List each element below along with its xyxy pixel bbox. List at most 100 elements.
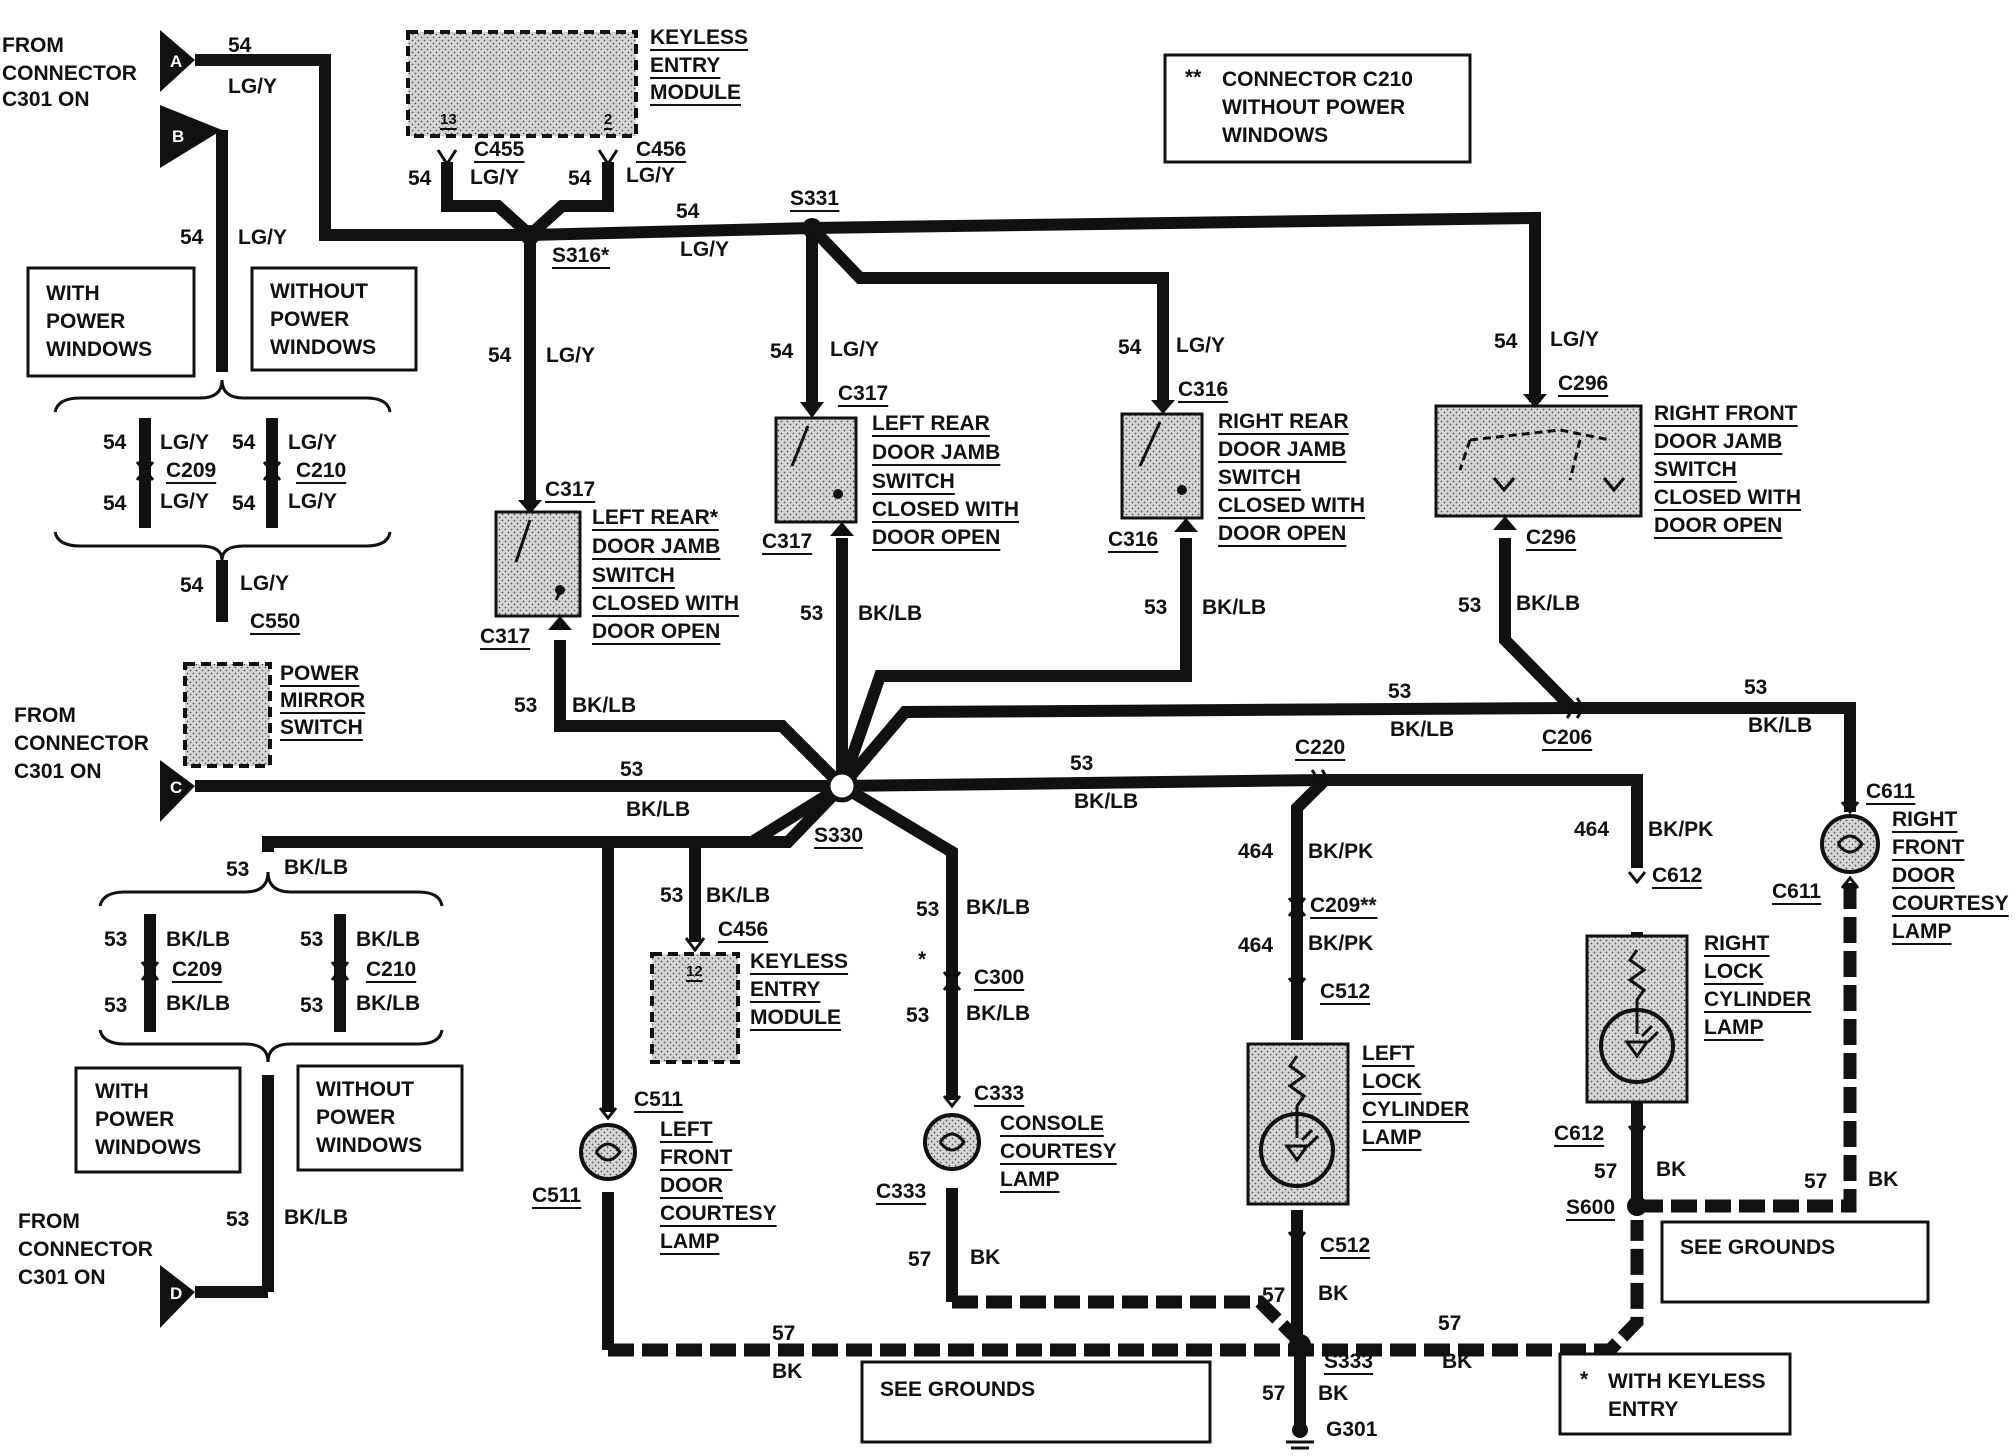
left-lock-cylinder-lamp: C209** 464 BK/PK 464 BK/PK C512 LEFT LOC… [1238,840,1470,1307]
svg-text:CLOSED WITH: CLOSED WITH [1218,494,1365,517]
svg-text:*: * [918,948,927,971]
from-connector-c: C [160,760,195,822]
svg-text:BK/LB: BK/LB [572,694,636,717]
svg-text:WITH KEYLESS: WITH KEYLESS [1608,1370,1766,1393]
svg-text:LG/Y: LG/Y [240,572,289,595]
right-rear-wire-labels: 54 LG/Y 53 BK/LB [1118,334,1266,619]
svg-text:DOOR: DOOR [660,1174,723,1197]
svg-text:DOOR JAMB: DOOR JAMB [1218,438,1346,461]
svg-text:BK/LB: BK/LB [1390,718,1454,741]
svg-text:C316: C316 [1108,528,1158,551]
wires-57-bk [602,880,1857,1430]
svg-text:COURTESY: COURTESY [1892,892,2009,915]
svg-text:LAMP: LAMP [660,1230,720,1253]
svg-text:13: 13 [440,111,457,128]
svg-text:53: 53 [1144,596,1167,619]
svg-text:53: 53 [226,1208,249,1231]
svg-text:LOCK: LOCK [1704,960,1764,983]
from-connector-a-label: FROM CONNECTOR C301 ON [2,34,137,111]
svg-text:C296: C296 [1526,526,1576,549]
wires-53-bklb [195,538,1856,1298]
svg-text:**: ** [1185,66,1202,89]
c209-c210-bottom-block: 53 BK/LB C209 53 BK/LB 53 BK/LB C210 53 … [104,914,420,1032]
svg-text:C611: C611 [1866,780,1915,803]
svg-text:WINDOWS: WINDOWS [95,1136,201,1159]
svg-text:53: 53 [1070,752,1093,775]
svg-text:SWITCH: SWITCH [1654,458,1737,481]
svg-text:CLOSED WITH: CLOSED WITH [872,498,1019,521]
right-front-door-courtesy-lamp: C611 C611 RIGHT FRONT DOOR COURTESY LAMP… [1772,780,2009,1193]
console-courtesy-lamp: * 53 BK/LB C300 53 BK/LB C333 C333 CONSO… [876,896,1117,1271]
from-connector-d-label: FROM CONNECTOR C301 ON [18,1210,153,1289]
svg-text:LAMP: LAMP [1704,1016,1764,1039]
svg-text:C456: C456 [636,138,686,161]
power-mirror-switch: POWER MIRROR SWITCH [183,662,366,768]
svg-text:53: 53 [800,602,823,625]
svg-text:LG/Y: LG/Y [546,344,595,367]
svg-text:FRONT: FRONT [1892,836,1964,859]
arrow-left-rear-in [800,402,824,418]
svg-text:S330: S330 [814,824,863,847]
arrow-right-front-in [1523,394,1547,408]
svg-text:53: 53 [300,994,323,1017]
svg-text:C209: C209 [166,459,216,482]
left-column-wire-labels: 54 LG/Y 54 LG/Y 54 LG/Y C550 [180,34,301,635]
left-front-door-courtesy-lamp: C511 C511 LEFT FRONT DOOR COURTESY LAMP [532,1088,777,1255]
svg-text:BK: BK [1318,1382,1348,1405]
ground-symbol-g301 [1286,1422,1314,1450]
svg-text:C612: C612 [1652,864,1702,887]
svg-text:54: 54 [770,340,794,363]
svg-text:LG/Y: LG/Y [238,226,287,249]
svg-text:C316: C316 [1178,378,1228,401]
svg-text:54: 54 [568,167,592,190]
svg-text:C333: C333 [974,1082,1024,1105]
svg-text:C456: C456 [718,918,768,941]
arrow-left-rear-star-out [548,616,572,630]
svg-text:53: 53 [906,1004,929,1027]
svg-text:C: C [170,778,182,797]
svg-text:POWER: POWER [46,310,125,333]
svg-text:C317: C317 [480,625,530,648]
svg-text:C550: C550 [250,610,300,633]
svg-text:POWER: POWER [95,1108,174,1131]
svg-text:54: 54 [232,431,256,454]
svg-text:LEFT REAR: LEFT REAR [872,412,990,435]
svg-text:LG/Y: LG/Y [288,490,337,513]
svg-text:S600: S600 [1566,1196,1615,1219]
svg-text:54: 54 [180,574,204,597]
svg-text:C301 ON: C301 ON [18,1266,106,1289]
svg-text:BK/PK: BK/PK [1308,932,1373,955]
svg-text:464: 464 [1238,934,1273,957]
svg-text:BK: BK [1318,1282,1348,1305]
svg-text:LAMP: LAMP [1000,1168,1060,1191]
right-lock-cylinder-lamp: 464 BK/PK C612 RIGHT LOCK CYLINDER LAMP … [1554,818,1812,1221]
svg-text:C209: C209 [172,958,222,981]
svg-text:53: 53 [104,928,127,951]
bus-53-labels: 53 BK/LB 53 BK/LB 53 BK/LB 53 BK/LB C220… [620,676,1812,849]
svg-text:BK/LB: BK/LB [284,856,348,879]
svg-text:54: 54 [1118,336,1142,359]
splice-points [520,218,1647,1356]
svg-text:MODULE: MODULE [750,1006,841,1029]
splice-s333 [1289,1334,1311,1356]
splice-s316 [520,225,540,245]
svg-text:54: 54 [228,34,252,57]
svg-text:ENTRY: ENTRY [750,978,820,1001]
svg-text:12: 12 [686,963,703,980]
brace-top [53,379,392,413]
svg-text:SEE GROUNDS: SEE GROUNDS [880,1378,1035,1401]
svg-text:57: 57 [1262,1284,1285,1307]
svg-text:C300: C300 [974,966,1024,989]
svg-text:57: 57 [772,1322,795,1345]
from-connector-d: D [160,1265,195,1328]
svg-text:D: D [170,1284,182,1303]
svg-text:CONSOLE: CONSOLE [1000,1112,1104,1135]
svg-text:WITHOUT: WITHOUT [316,1078,414,1101]
svg-text:C333: C333 [876,1180,926,1203]
left-bottom-wire-labels: 53 BK/LB 53 BK/LB [226,856,348,1231]
svg-text:BK/LB: BK/LB [356,992,420,1015]
svg-text:C301 ON: C301 ON [14,760,102,783]
from-connector-a: A [160,30,195,92]
svg-text:C317: C317 [838,382,888,405]
svg-text:DOOR OPEN: DOOR OPEN [872,526,1000,549]
